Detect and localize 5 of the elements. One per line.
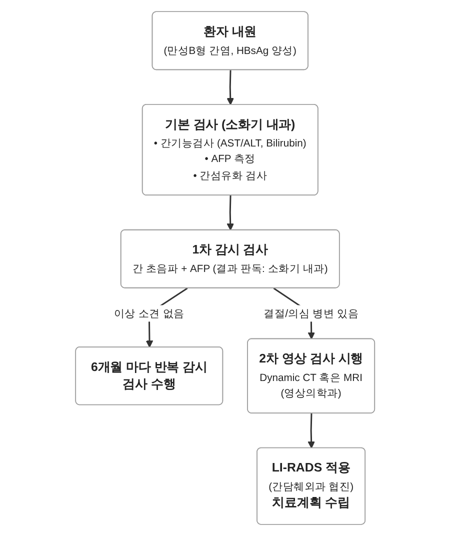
arrow bbox=[226, 70, 234, 106]
arrow bbox=[226, 195, 234, 231]
edge-label: 결절/의심 병변 있음 bbox=[263, 306, 358, 320]
edge-label: 이상 소견 없음 bbox=[114, 306, 184, 320]
arrow bbox=[308, 413, 315, 448]
